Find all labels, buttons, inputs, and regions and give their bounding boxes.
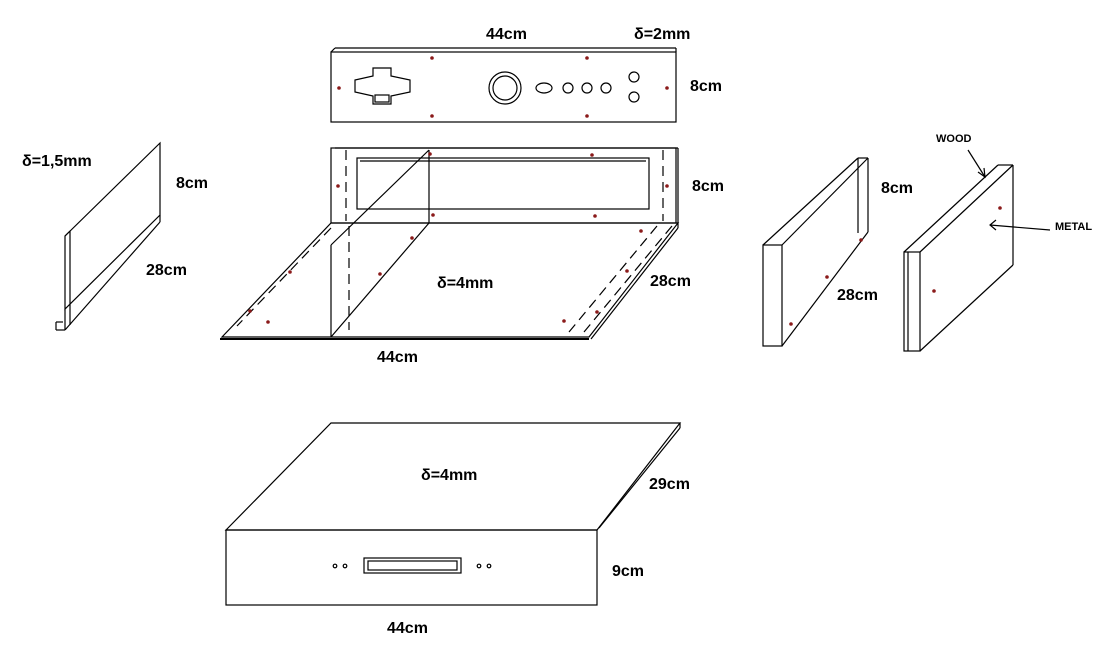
metal-arrow <box>989 224 1051 231</box>
cover-box <box>224 422 682 606</box>
wood-length-label: 28cm <box>837 287 878 304</box>
front-height-label: 8cm <box>690 78 722 95</box>
metal-label: METAL <box>1055 221 1092 233</box>
base-width-label: 44cm <box>377 349 418 366</box>
side-bracket <box>55 141 161 331</box>
front-panel <box>330 47 677 123</box>
wood-height-label: 8cm <box>881 180 913 197</box>
cover-depth-label: 29cm <box>649 476 690 493</box>
front-thickness-label: δ=2mm <box>634 26 690 43</box>
front-width-label: 44cm <box>486 26 527 43</box>
cover-height-label: 9cm <box>612 563 644 580</box>
cover-width-label: 44cm <box>387 620 428 637</box>
chassis-base <box>220 147 680 340</box>
connector-cutout <box>354 67 411 105</box>
side-thickness-label: δ=1,5mm <box>22 153 92 170</box>
base-thickness-label: δ=4mm <box>437 275 493 292</box>
back-height-label: 8cm <box>692 178 724 195</box>
wood-metal-panel <box>903 149 1051 352</box>
base-depth-label: 28cm <box>650 273 691 290</box>
side-length-label: 28cm <box>146 262 187 279</box>
knob-icon <box>488 71 522 105</box>
cover-thickness-label: δ=4mm <box>421 467 477 484</box>
wood-arrow <box>967 149 986 178</box>
side-height-label: 8cm <box>176 175 208 192</box>
wood-side-block <box>762 157 869 347</box>
wood-label: WOOD <box>936 133 971 145</box>
